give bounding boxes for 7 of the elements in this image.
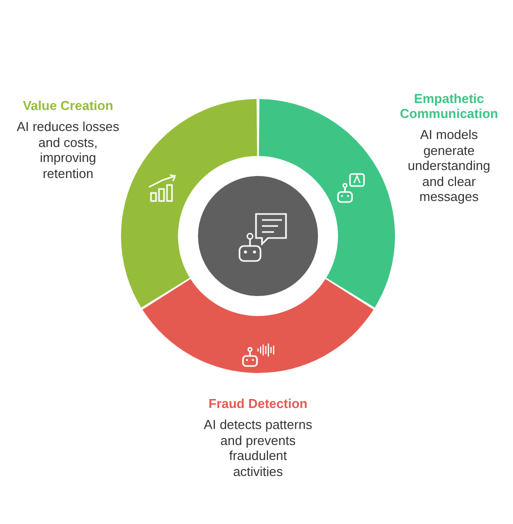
section-heading: Fraud Detection [208,396,308,411]
section-heading: Empathetic Communication [398,91,500,121]
center-circle [198,176,318,296]
section-description: AI reduces losses and costs, improving retention [16,119,120,181]
section-heading: Value Creation [22,98,114,113]
section-description: AI models generate understanding and clear messages [406,127,492,204]
section-description: AI detects patterns and prevents fraudulent activities [203,417,313,479]
